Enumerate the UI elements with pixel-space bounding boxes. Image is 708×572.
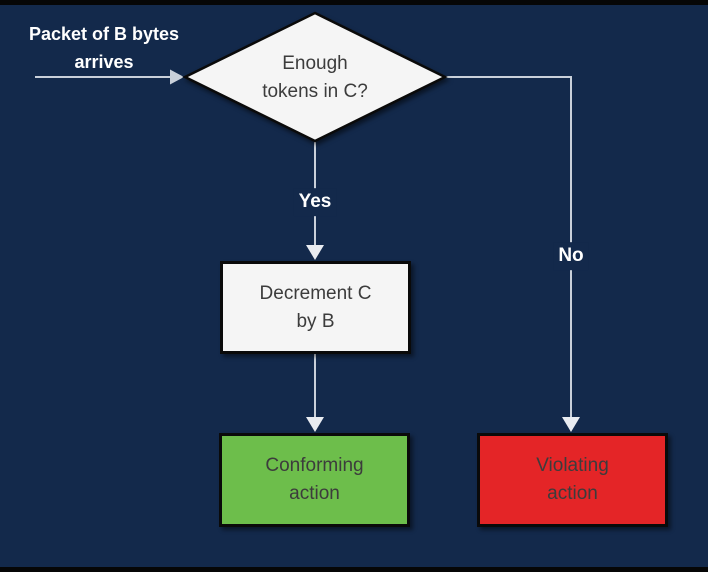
top-frame-strip	[0, 0, 708, 5]
arrowhead-no-icon	[562, 417, 580, 432]
start-label-line2: arrives	[74, 51, 134, 72]
decision-diamond	[182, 11, 448, 143]
conforming-box-line1: Conforming	[265, 455, 364, 477]
violating-box-line2: action	[547, 483, 598, 504]
decision-label-line1: Enough	[282, 53, 348, 75]
arrowhead-conforming-icon	[306, 417, 324, 432]
arrowhead-start-icon	[170, 69, 184, 85]
decision-label: Enough tokens in C?	[205, 40, 425, 116]
start-label-line1: Packet of B bytes	[28, 24, 180, 44]
process-box-decrement: Decrement C by B	[220, 261, 411, 354]
violating-action-box: Violating action	[477, 433, 668, 527]
decision-label-line2: tokens in C?	[262, 81, 368, 102]
arrowhead-yes-icon	[306, 245, 324, 260]
process-box-line2: by B	[296, 310, 335, 332]
conforming-action-box: Conforming action	[219, 433, 410, 527]
yes-edge-label: Yes	[293, 188, 337, 216]
process-box-line1: Decrement C	[259, 282, 372, 304]
conforming-box-line2: action	[289, 483, 340, 504]
edge-no	[445, 76, 572, 424]
no-edge-label: No	[553, 242, 589, 270]
violating-box-line1: Violating	[536, 455, 609, 477]
bottom-frame-strip	[0, 567, 708, 572]
start-label: Packet of B bytes arrives	[8, 21, 200, 77]
